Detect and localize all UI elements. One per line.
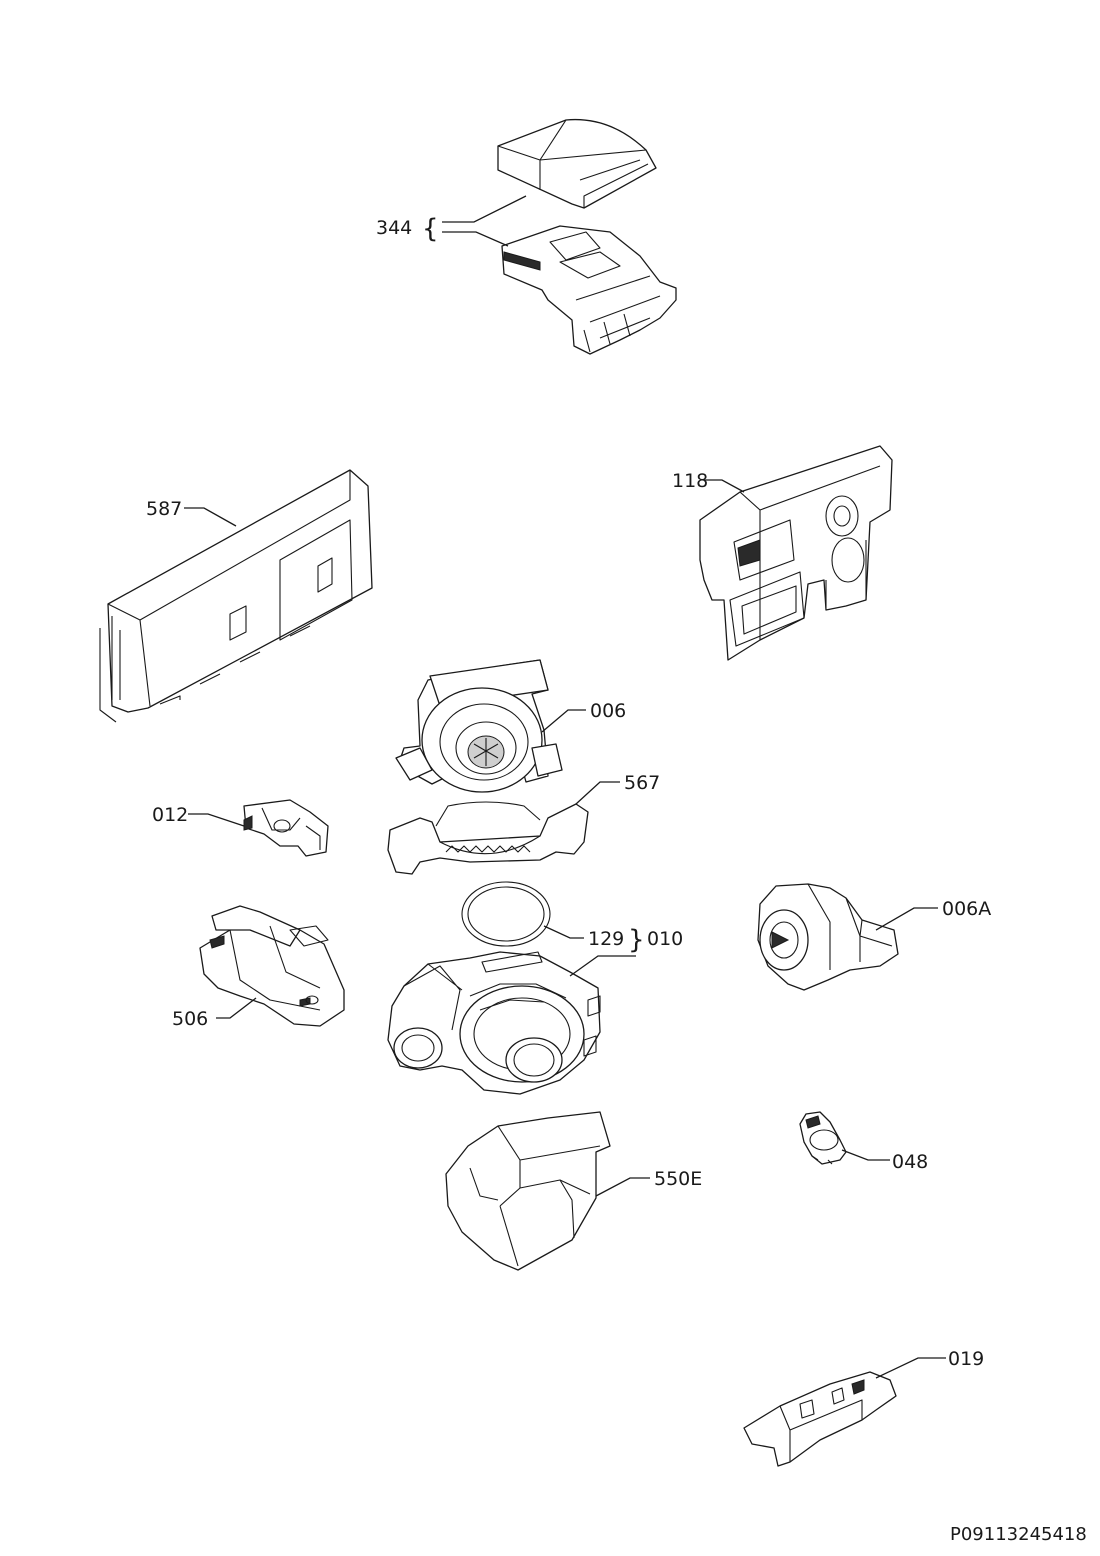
part-019-switch[interactable] (743, 1371, 897, 1467)
label-550E: 550E (654, 1168, 702, 1190)
part-labels: 344 { 118 587 006 567 012 129 } 010 006A… (146, 214, 991, 1370)
part-006A-drain-pump[interactable] (757, 883, 899, 991)
part-587-module[interactable] (99, 469, 373, 723)
part-012-sensor[interactable] (243, 799, 329, 857)
label-012: 012 (152, 804, 188, 826)
brace-010: } (628, 925, 645, 955)
part-129-seal-ring[interactable] (461, 881, 551, 947)
part-550E-cover[interactable] (445, 1111, 611, 1271)
label-567: 567 (624, 772, 660, 794)
label-048: 048 (892, 1151, 928, 1173)
label-006A: 006A (942, 898, 991, 920)
brace-344: { (422, 214, 439, 244)
label-587: 587 (146, 498, 182, 520)
label-344: 344 (376, 217, 412, 239)
part-567-bracket[interactable] (387, 801, 589, 875)
label-506: 506 (172, 1008, 208, 1030)
part-118-dispenser[interactable] (699, 445, 893, 661)
label-019: 019 (948, 1348, 984, 1370)
label-118: 118 (672, 470, 708, 492)
part-344-cover[interactable] (497, 118, 657, 209)
part-006-pump[interactable] (395, 659, 563, 793)
label-006: 006 (590, 700, 626, 722)
part-048-sensor[interactable] (799, 1111, 847, 1165)
label-129: 129 (588, 928, 624, 950)
drawing-code: P09113245418 (950, 1524, 1087, 1545)
label-010: 010 (647, 928, 683, 950)
part-344-board[interactable] (501, 225, 677, 355)
part-010-circulation-pump[interactable] (387, 951, 601, 1095)
part-506-base[interactable] (199, 905, 345, 1027)
leader-lines (184, 195, 946, 1379)
